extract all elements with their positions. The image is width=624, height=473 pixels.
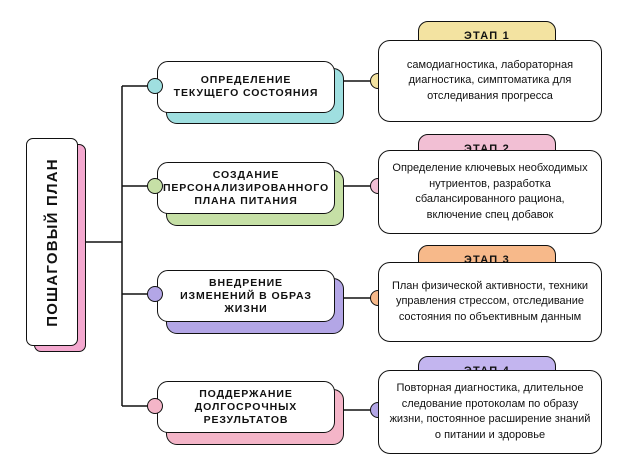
stage-4-left-dot xyxy=(147,398,163,414)
stage-3-left-dot xyxy=(147,286,163,302)
stage-3-box: ВНЕДРЕНИЕ ИЗМЕНЕНИЙ В ОБРАЗ ЖИЗНИ xyxy=(157,270,335,322)
stage-3-description: План физической активности, техники упра… xyxy=(378,262,602,342)
stage-1-description-text: самодиагностика, лабораторная диагностик… xyxy=(406,58,574,102)
stage-2-label: СОЗДАНИЕ ПЕРСОНАЛИЗИРОВАННОГО ПЛАНА ПИТА… xyxy=(162,168,330,207)
root-title: ПОШАГОВЫЙ ПЛАН xyxy=(43,157,61,327)
stage-3-label: ВНЕДРЕНИЕ ИЗМЕНЕНИЙ В ОБРАЗ ЖИЗНИ xyxy=(180,276,312,315)
stage-2-description: Определение ключевых необходимых нутриен… xyxy=(378,150,602,234)
stage-4-description-text: Повторная диагностика, длительное следов… xyxy=(389,382,591,441)
stage-2-box: СОЗДАНИЕ ПЕРСОНАЛИЗИРОВАННОГО ПЛАНА ПИТА… xyxy=(157,162,335,214)
stage-4-label: ПОДДЕРЖАНИЕ ДОЛГОСРОЧНЫХ РЕЗУЛЬТАТОВ xyxy=(194,387,298,426)
stage-1-box: ОПРЕДЕЛЕНИЕ ТЕКУЩЕГО СОСТОЯНИЯ xyxy=(157,61,335,113)
root-node: ПОШАГОВЫЙ ПЛАН xyxy=(26,138,78,346)
stage-2-left-dot xyxy=(147,178,163,194)
stage-4-description: Повторная диагностика, длительное следов… xyxy=(378,370,602,454)
stage-1-badge-text: ЭТАП 1 xyxy=(464,30,510,42)
stage-2-description-text: Определение ключевых необходимых нутриен… xyxy=(392,162,588,221)
stage-1-description: самодиагностика, лабораторная диагностик… xyxy=(378,40,602,122)
stage-4-box: ПОДДЕРЖАНИЕ ДОЛГОСРОЧНЫХ РЕЗУЛЬТАТОВ xyxy=(157,381,335,433)
stage-1-label: ОПРЕДЕЛЕНИЕ ТЕКУЩЕГО СОСТОЯНИЯ xyxy=(173,74,319,99)
stage-1-left-dot xyxy=(147,78,163,94)
stage-3-description-text: План физической активности, техники упра… xyxy=(391,279,589,323)
